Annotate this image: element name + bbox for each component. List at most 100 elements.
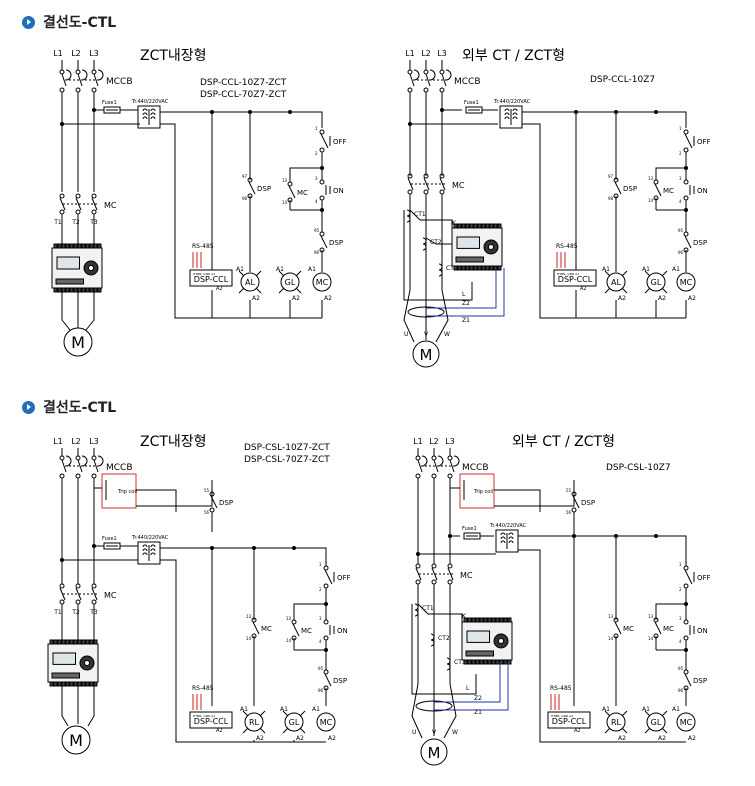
ct-label: CT3	[446, 265, 458, 272]
ct-coil	[406, 209, 411, 223]
terminal	[487, 659, 492, 665]
phase-l3: L3	[437, 49, 447, 58]
breaker-arc	[413, 69, 420, 81]
contact-terminal	[319, 195, 325, 201]
fuse: Fuse1	[102, 100, 121, 114]
coil-arc	[150, 116, 156, 120]
terminal-a2: A2	[618, 295, 626, 302]
bullet-arrow-icon	[22, 15, 35, 29]
coil-arc	[512, 112, 518, 116]
coil	[676, 272, 696, 292]
terminal-number: 3	[315, 176, 318, 181]
wire	[242, 727, 249, 734]
mc-contactor-main: MC	[59, 583, 117, 605]
junction-dot	[292, 546, 296, 550]
contact-terminal	[683, 635, 689, 641]
terminal	[81, 287, 86, 293]
contact-terminal	[683, 195, 689, 201]
coil	[312, 272, 332, 292]
wire	[655, 167, 686, 180]
rs485-label: RS-485	[550, 685, 572, 692]
terminal	[73, 639, 78, 645]
terminal	[483, 617, 488, 623]
terminal	[497, 265, 502, 271]
contact-blade	[210, 495, 218, 509]
rs485-label: RS-485	[192, 685, 214, 692]
contact-terminal	[683, 619, 689, 625]
wire	[75, 197, 82, 211]
terminal	[57, 287, 62, 293]
terminal	[65, 287, 70, 293]
coil-arc	[142, 116, 148, 120]
coil-arc	[142, 108, 148, 112]
terminal	[69, 639, 74, 645]
mc-label: MC	[104, 201, 117, 210]
contact-terminal	[59, 583, 65, 589]
terminal-number: 1	[319, 562, 322, 567]
lamp-label: GL	[285, 278, 296, 287]
coil-arc	[142, 548, 148, 552]
l-label: L	[466, 685, 470, 692]
terminal	[77, 639, 82, 645]
breaker-terminal	[91, 87, 97, 93]
lamp-label: GL	[289, 718, 300, 727]
breaker-arc	[97, 455, 104, 467]
terminal	[469, 265, 474, 271]
mccb-label: MCCB	[454, 77, 481, 87]
terminal	[479, 617, 484, 623]
fuse-label: Fuse1	[462, 526, 477, 532]
zct-wire	[426, 268, 505, 317]
terminal-v: V	[432, 729, 437, 736]
coil-label: MC	[316, 278, 329, 287]
breaker-arc	[437, 455, 444, 467]
terminal	[57, 639, 62, 645]
terminal	[473, 223, 478, 229]
wire	[604, 727, 611, 734]
wire	[61, 292, 71, 331]
breaker-arc	[445, 69, 452, 81]
z2-label: Z2	[462, 300, 470, 307]
terminal	[469, 223, 474, 229]
coil-arc	[142, 552, 148, 556]
contact-terminal	[251, 617, 257, 623]
breaker-terminal	[91, 69, 97, 75]
terminal	[77, 681, 82, 687]
terminal-number: 14	[648, 198, 654, 203]
terminal	[491, 659, 496, 665]
rs485-label: RS-485	[556, 243, 578, 250]
terminal	[93, 681, 98, 687]
terminal	[93, 287, 98, 293]
terminal-number: 2	[315, 151, 318, 156]
diagram-heading: ZCT내장형	[140, 48, 207, 64]
lamp-label: RL	[611, 718, 622, 727]
terminal-a1: A1	[280, 706, 288, 713]
model-name: DSP-CSL-10Z7-ZCT	[244, 443, 330, 453]
junction-dot	[320, 208, 324, 212]
breaker-terminal	[415, 455, 421, 461]
wire	[93, 73, 99, 87]
wire	[75, 587, 82, 601]
terminal-number: 3	[679, 616, 682, 621]
breaker-terminal	[439, 87, 445, 93]
contact-blade	[292, 623, 300, 637]
wire	[604, 270, 611, 277]
contact-terminal	[75, 599, 81, 605]
terminal-a1: A1	[642, 706, 650, 713]
breaker-terminal	[447, 455, 453, 461]
terminal	[461, 265, 466, 271]
fuse: Fuse1	[462, 526, 481, 540]
mc-label: MC	[104, 591, 117, 600]
wire	[661, 727, 668, 734]
